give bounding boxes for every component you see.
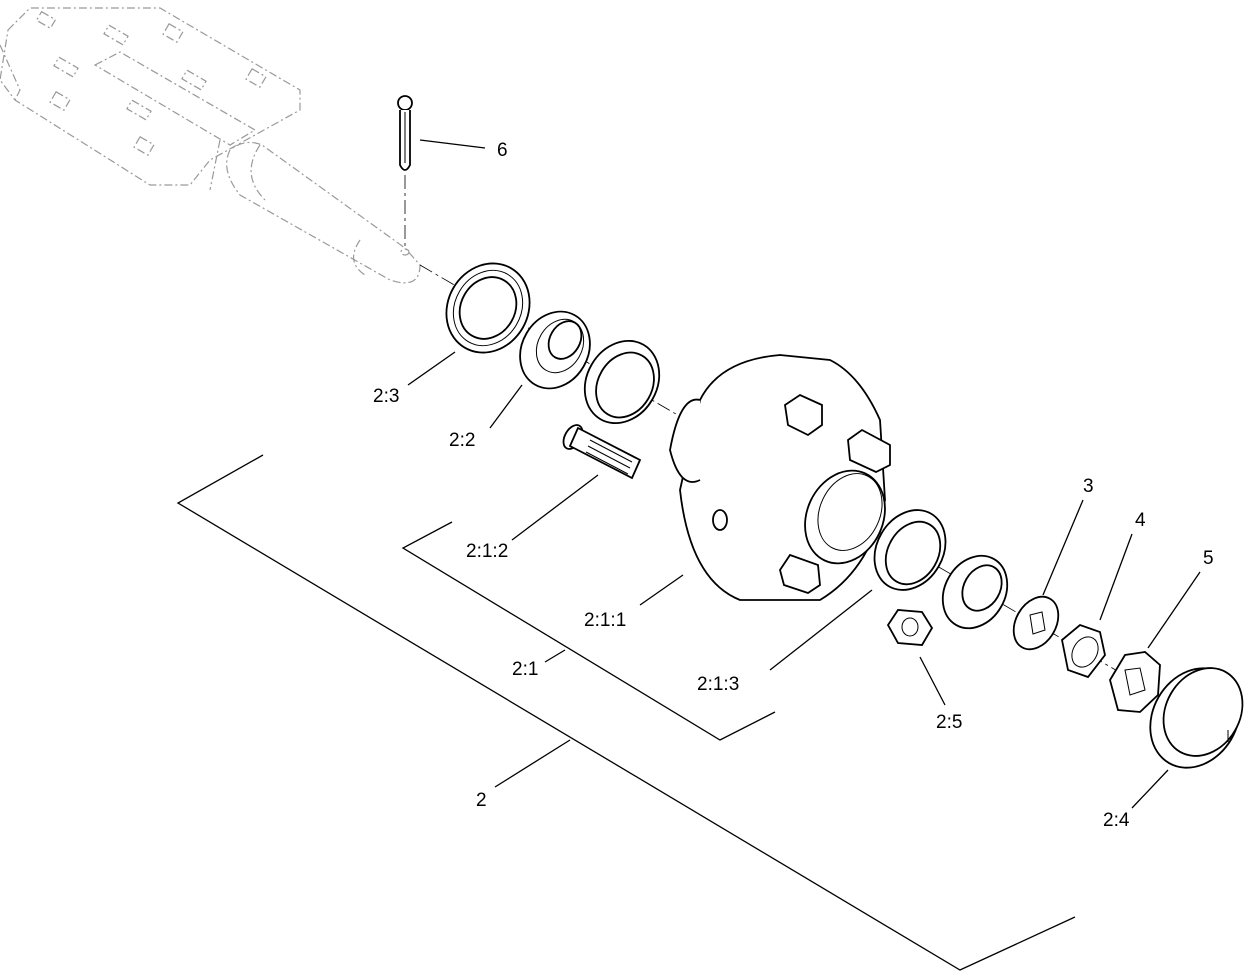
label-2-4: 2:4 [1103,810,1130,831]
label-6: 6 [497,140,508,161]
label-2-1: 2:1 [512,659,538,680]
label-2: 2 [476,790,487,811]
wheel-stud [562,424,642,480]
grease-seal [445,262,531,354]
dust-cap [1149,667,1244,769]
label-2-1-1: 2:1:1 [584,610,626,631]
spindle-nut [1061,623,1106,679]
label-5: 5 [1203,548,1214,569]
outer-bearing-cone [941,554,1009,630]
inner-bearing-cup [583,339,661,425]
wheel-hub [669,354,891,601]
assembly-bracket-2 [176,454,1076,971]
label-4: 4 [1135,510,1146,531]
label-3: 3 [1083,476,1094,497]
nut-retainer [1109,651,1161,713]
outer-bearing-cup [873,509,947,591]
label-2-1-3: 2:1:3 [697,674,739,695]
label-2-3: 2:3 [373,386,399,407]
washer [1012,595,1060,651]
label-2-1-2: 2:1:2 [466,541,508,562]
cotter-pin [397,95,413,250]
lug-nut-bottom [779,553,821,594]
inner-bearing-cone [519,310,591,390]
lug-nut-top-right [847,428,891,473]
lug-nut-top-left [784,393,823,437]
assembly-bracket-2-1 [401,521,776,741]
lug-nut [886,609,934,646]
label-2-5: 2:5 [936,712,962,733]
leader-lines [407,139,1201,809]
label-2-2: 2:2 [449,430,475,451]
